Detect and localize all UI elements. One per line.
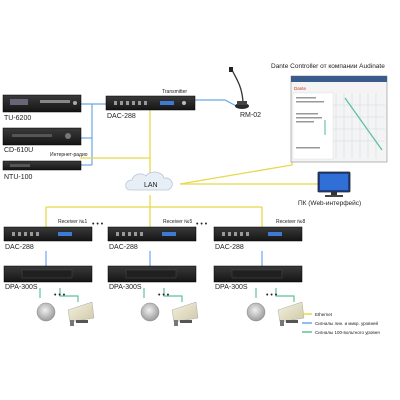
dante-controller-screenshot: Dante: [290, 75, 388, 163]
dpa-rx1-unit: [3, 265, 93, 283]
microphone-icon: [229, 67, 249, 109]
dpa-rxn-unit: [213, 265, 303, 283]
tu-6200-label: TU-6200: [4, 115, 31, 122]
dac-rx5-label: DAC-288: [109, 244, 138, 251]
ceiling-speaker-n-icon: [246, 302, 266, 322]
speaker-lines-1: [39, 288, 79, 302]
internet-radio-label: Интернет-радио: [50, 152, 88, 158]
cd-610u-unit: [2, 127, 82, 146]
eth-controller: [179, 160, 293, 185]
ntu-100-unit: [2, 160, 82, 171]
dots-rx1: • • •: [92, 221, 104, 228]
audio-link-mic: [195, 99, 241, 109]
dots-rx5: • • •: [196, 221, 208, 228]
cd-610u-label: CD-610U: [4, 147, 33, 154]
tu-6200-unit: [2, 94, 82, 113]
lan-label: LAN: [144, 182, 158, 189]
dac-rx5-unit: [107, 226, 197, 242]
dpa-rx1-label: DPA-300S: [5, 284, 38, 291]
legend-label-100v: Сигналы 100-вольтного уровня: [315, 330, 380, 335]
legend-label-line-mic: Сигналы лин. и микр. уровней: [315, 320, 379, 326]
speaker-lines-5: [143, 288, 183, 302]
horn-speaker-1-icon: [67, 301, 95, 326]
green-dots-rx1: • • •: [54, 292, 66, 299]
legend-label-ethernet: Ethernet: [315, 312, 333, 317]
dac-rx1-unit: [3, 226, 93, 242]
legend: Ethernet Сигналы лин. и микр. уровней Си…: [302, 312, 380, 335]
lan-cloud-icon: [125, 171, 173, 191]
controller-title: Dante Controller от компании Audinate: [271, 63, 385, 70]
dpa-rx5-label: DPA-300S: [109, 284, 142, 291]
horn-speaker-n-icon: [277, 301, 305, 326]
dac-rxn-unit: [213, 226, 303, 242]
green-dots-rxn: • • •: [266, 292, 278, 299]
transmitter-label: Transmitter: [162, 89, 187, 95]
rm-02-label: RM-02: [240, 112, 261, 119]
speaker-lines-n: [255, 288, 295, 302]
dac-rx1-label: DAC-288: [5, 244, 34, 251]
dac-rxn-label: DAC-288: [215, 244, 244, 251]
ntu-100-label: NTU-100: [4, 174, 33, 181]
horn-speaker-5-icon: [171, 301, 199, 326]
pc-label: ПК (Web-интерфейс): [298, 199, 361, 207]
ceiling-speaker-1-icon: [36, 302, 56, 322]
controller-app-header: Dante: [294, 86, 307, 91]
receiver-5-label: Receiver №5: [163, 219, 192, 225]
ceiling-speaker-5-icon: [140, 302, 160, 322]
dac-transmitter-label: DAC-288: [107, 113, 136, 120]
dac-transmitter-unit: [105, 95, 196, 111]
green-dots-rx5: • • •: [158, 292, 170, 299]
dpa-rxn-label: DPA-300S: [215, 284, 248, 291]
receiver-n-label: Receiver №8: [276, 219, 305, 225]
dpa-rx5-unit: [107, 265, 197, 283]
pc-monitor-icon: [317, 171, 351, 197]
receiver-1-label: Receiver №1: [58, 219, 87, 225]
connections: [39, 99, 318, 302]
